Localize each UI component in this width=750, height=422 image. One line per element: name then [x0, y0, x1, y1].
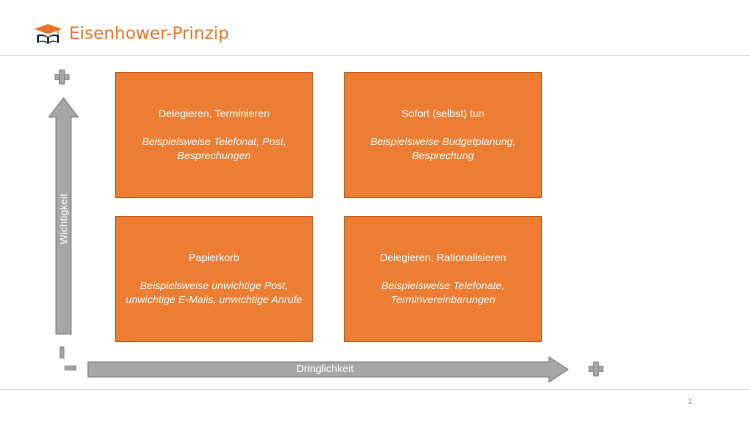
quadrant-example: Beispielsweise Telefonate, Terminvereinb…: [381, 280, 505, 306]
quadrant-top-right: Sofort (selbst) tun Beispielsweise Budge…: [344, 72, 542, 198]
footer-divider: [0, 389, 750, 390]
y-axis-label: Wichtigkeit: [58, 193, 70, 245]
quadrant-bottom-left: Papierkorb Beispielsweise unwichtige Pos…: [115, 216, 313, 342]
header-divider: [0, 55, 750, 56]
x-axis-low-minus-icon: [64, 365, 77, 371]
page-number: 1: [687, 397, 693, 406]
logo-book-icon: [33, 21, 63, 47]
quadrant-title: Sofort (selbst) tun: [401, 108, 485, 120]
x-axis-label: Dringlichkeit: [296, 363, 354, 375]
y-axis-low-minus-icon: [59, 346, 65, 359]
page-title: Eisenhower-Prinzip: [69, 24, 230, 44]
quadrant-title: Delegieren, Terminieren: [158, 108, 270, 120]
quadrant-bottom-right: Delegieren, Rationalisieren Beispielswei…: [344, 216, 542, 342]
quadrant-top-left: Delegieren, Terminieren Beispielsweise T…: [115, 72, 313, 198]
quadrant-example: Beispielsweise Telefonat, Post, Besprech…: [141, 136, 287, 162]
quadrant-example: Beispielsweise Budgetplanung, Besprechun…: [370, 136, 516, 162]
quadrant-title: Papierkorb: [188, 252, 240, 264]
x-axis-high-plus-icon: [588, 361, 604, 377]
y-axis-arrow: [47, 97, 80, 335]
x-axis-arrow: [87, 356, 569, 383]
y-axis-high-plus-icon: [54, 69, 70, 85]
quadrant-example: Beispielsweise unwichtige Post, unwichti…: [125, 280, 303, 306]
quadrant-title: Delegieren, Rationalisieren: [379, 252, 507, 264]
